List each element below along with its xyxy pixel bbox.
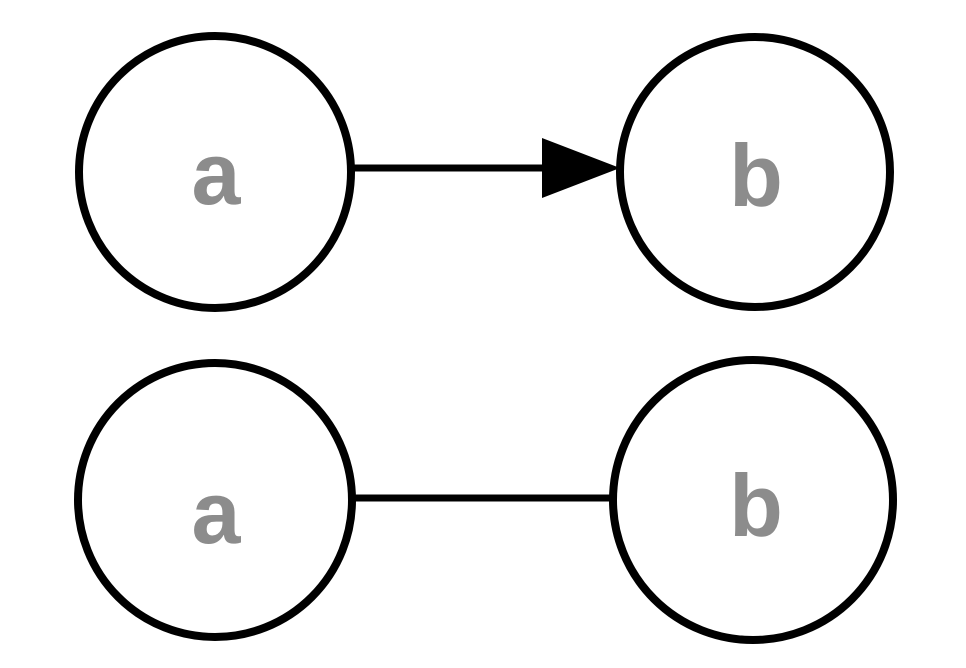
node-a-label: a: [192, 463, 242, 562]
node-a-circle[interactable]: [74, 359, 356, 641]
node-b-label: b: [729, 456, 783, 555]
undirected-graph: a b: [74, 356, 897, 644]
directed-graph: a b: [75, 32, 894, 312]
node-a-circle[interactable]: [75, 32, 355, 312]
node-b-circle[interactable]: [609, 356, 897, 644]
directed-edge-arrowhead: [542, 138, 620, 198]
node-a-label: a: [192, 124, 242, 223]
node-b-circle[interactable]: [616, 33, 894, 311]
node-b-label: b: [729, 126, 783, 225]
